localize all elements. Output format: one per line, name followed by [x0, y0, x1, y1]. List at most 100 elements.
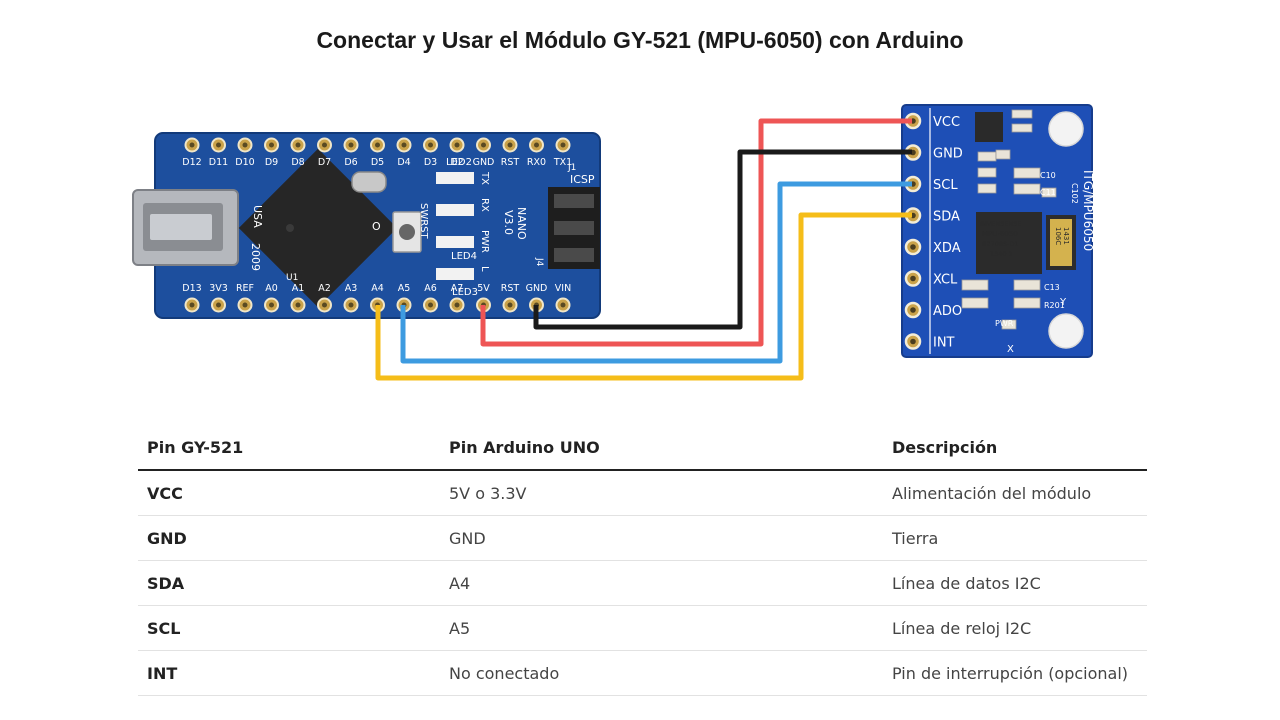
pin-label-d10: D10 [235, 157, 254, 168]
pin-hole [454, 302, 460, 308]
pin-label-vin: VIN [555, 283, 571, 294]
reset-button[interactable] [392, 211, 422, 253]
silk-l: L [479, 266, 490, 272]
silk-o: O [372, 220, 381, 233]
table-cell-arduino: No conectado [440, 650, 883, 696]
module-pin-hole [910, 275, 916, 282]
pin-label-d7: D7 [318, 157, 331, 168]
silk-c10: C10 [1040, 171, 1056, 180]
pin-hole [189, 302, 195, 308]
pin-label-rst: RST [501, 283, 520, 294]
wires [375, 118, 912, 381]
pin-label-d2: D2 [450, 157, 463, 168]
module-pin-label-gnd: GND [933, 147, 963, 162]
pin-label-a4: A4 [371, 283, 384, 294]
table-cell-pin: VCC [138, 470, 440, 516]
pin-label-a7: A7 [451, 283, 464, 294]
silk-version: V3.0 [502, 210, 515, 235]
mount-hole-top [1048, 111, 1084, 147]
pin-hole [481, 142, 486, 148]
pin-label-gnd: GND [526, 283, 548, 294]
page-title: Conectar y Usar el Módulo GY-521 (MPU-60… [316, 27, 964, 53]
silk-j4: J4 [534, 257, 544, 267]
pin-hole [560, 302, 566, 308]
pin-hole [216, 302, 221, 308]
silk-r201: R201 [1044, 301, 1065, 310]
silk-j1: J1 [567, 163, 576, 173]
table-row: VCC 5V o 3.3V Alimentación del módulo [138, 470, 1147, 516]
pin-label-a6: A6 [424, 283, 437, 294]
wire-gnd [533, 149, 912, 330]
module-pin-label-scl: SCL [933, 178, 958, 193]
pin-hole [189, 142, 195, 148]
table-row: INT No conectado Pin de interrupción (op… [138, 650, 1147, 696]
table-header-gy521: Pin GY-521 [138, 425, 440, 471]
pin-label-d6: D6 [344, 157, 357, 168]
mpu6050-chip: INVENSENSE MPU-6050 B2706S-D1 1340 1 [976, 212, 1042, 274]
pin-label-d11: D11 [209, 157, 228, 168]
pin-label-rst: RST [501, 157, 520, 168]
tantalum-capacitor: 106C 1431 [1046, 215, 1076, 270]
pin-hole [242, 302, 248, 308]
silk-year: 2009 [249, 243, 262, 271]
pin-hole [560, 142, 566, 148]
silk-rx: RX [479, 198, 490, 212]
pin-hole [295, 142, 301, 148]
module-pin-label-int: INT [933, 336, 955, 351]
pin-hole [269, 142, 274, 148]
chip-text-3: B2706S-D1 [982, 240, 1019, 248]
silk-icsp: ICSP [570, 173, 595, 186]
pin-label-a1: A1 [292, 283, 305, 294]
silk-nano: NANO [515, 207, 528, 240]
pin-label-5v: 5V [477, 283, 490, 294]
pin-hole [269, 302, 274, 308]
silk-usa: USA [251, 205, 264, 228]
wire-scl [400, 181, 912, 364]
table-cell-description: Línea de reloj I2C [883, 605, 1147, 651]
chip-text-2: MPU-6050 [982, 230, 1018, 238]
icsp-header [548, 187, 600, 269]
pin-label-d8: D8 [291, 157, 304, 168]
pin-label-d3: D3 [424, 157, 437, 168]
pin-hole [401, 142, 407, 148]
table-cell-pin: INT [138, 650, 440, 696]
table-row: GND GND Tierra [138, 515, 1147, 561]
pin-label-a5: A5 [398, 283, 411, 294]
silk-pwr: PWR [479, 230, 490, 253]
axis-x-label: X [1007, 344, 1014, 355]
pin-hole [507, 142, 513, 148]
pin-hole [507, 302, 513, 308]
table-cell-pin: SDA [138, 560, 440, 606]
module-pin-label-sda: SDA [933, 210, 960, 225]
pin-label-tx1: TX1 [553, 157, 572, 168]
status-leds [436, 172, 474, 280]
pin-hole [534, 142, 539, 148]
silk-led3: LED3 [452, 287, 478, 298]
table-row: SDA A4 Línea de datos I2C [138, 560, 1147, 606]
pin-label-d5: D5 [371, 157, 384, 168]
table-cell-arduino: A4 [440, 560, 883, 606]
pin-hole [322, 142, 327, 148]
table-cell-description: Alimentación del módulo [883, 470, 1147, 516]
axis-y-label: Y [1059, 297, 1067, 308]
pin-label-a0: A0 [265, 283, 278, 294]
pin-label-d4: D4 [397, 157, 410, 168]
pin-hole [242, 142, 248, 148]
module-pin-label-xda: XDA [933, 241, 961, 256]
pin-label-ref: REF [236, 283, 254, 294]
silk-led4: LED4 [451, 251, 477, 262]
silk-pwr: PWR [995, 319, 1014, 328]
chip-text-1: INVENSENSE [980, 220, 1022, 228]
pin-hole [454, 142, 460, 148]
pin-hole [428, 302, 433, 308]
pin-hole [216, 142, 221, 148]
silk-tx: TX [479, 171, 490, 185]
module-pin-label-xcl: XCL [933, 273, 958, 288]
pin-hole [428, 142, 433, 148]
module-pin-label-vcc: VCC [933, 115, 960, 130]
voltage-regulator [975, 112, 1003, 142]
table-header-description: Descripción [883, 425, 1147, 471]
silk-u1: U1 [286, 273, 298, 283]
